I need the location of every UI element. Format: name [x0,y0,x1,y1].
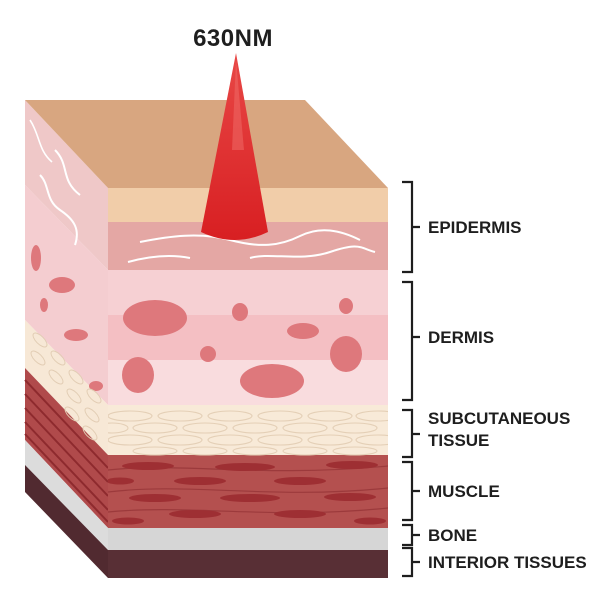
side-squiggle [39,174,78,246]
bracket-subcutaneous [402,408,420,459]
bracket-bone [402,523,420,547]
front-interior [108,550,388,578]
epidermis-wave [249,245,376,259]
side-dermis-spot [31,245,41,271]
side-muscle-fibers [24,379,109,523]
dermis-spot [232,303,248,321]
side-fat-cells [30,332,102,441]
label-interior: INTERIOR TISSUES [428,553,587,572]
side-dermis-spot [64,329,88,341]
layer-brackets [402,180,420,578]
side-dermis [25,185,108,405]
dermis-spot [123,300,187,336]
label-subcutaneous-line-1: SUBCUTANEOUS [428,409,570,428]
block-front-face [108,188,388,578]
side-bone [25,440,108,550]
light-beam-highlight [232,60,244,150]
label-muscle: MUSCLE [428,482,500,501]
layer-labels: EPIDERMIS DERMIS SUBCUTANEOUS TISSUE MUS… [428,218,587,572]
front-bone [108,528,388,550]
side-subcutaneous [25,320,108,455]
bracket-epidermis [402,180,420,274]
dermis-spot [339,298,353,314]
wavelength-label: 630NM [193,25,273,52]
bracket-interior [402,546,420,578]
epidermis-wave [127,254,191,263]
label-subcutaneous-line-2: TISSUE [428,431,489,450]
block-side-face [24,100,109,578]
subcutaneous-fat-cells [108,410,388,456]
label-dermis: DERMIS [428,328,494,347]
bracket-dermis [402,280,420,402]
muscle-fibers [108,461,388,525]
label-epidermis: EPIDERMIS [428,218,522,237]
bracket-muscle [402,460,420,522]
label-bone: BONE [428,526,477,545]
side-interior [25,465,108,578]
dermis-spot [330,336,362,372]
block-top-face [25,100,388,188]
side-dermis-spot [49,277,75,293]
side-squiggle [29,119,53,163]
epidermis-wave [139,229,361,246]
dermis-spot [240,364,304,398]
side-dermis-spot [89,381,103,391]
side-squiggle [54,149,81,196]
dermis-spot [122,357,154,393]
dermis-spot [287,323,319,339]
dermis-spot [200,346,216,362]
side-epidermis [25,100,108,270]
side-dermis-spot [40,298,48,312]
